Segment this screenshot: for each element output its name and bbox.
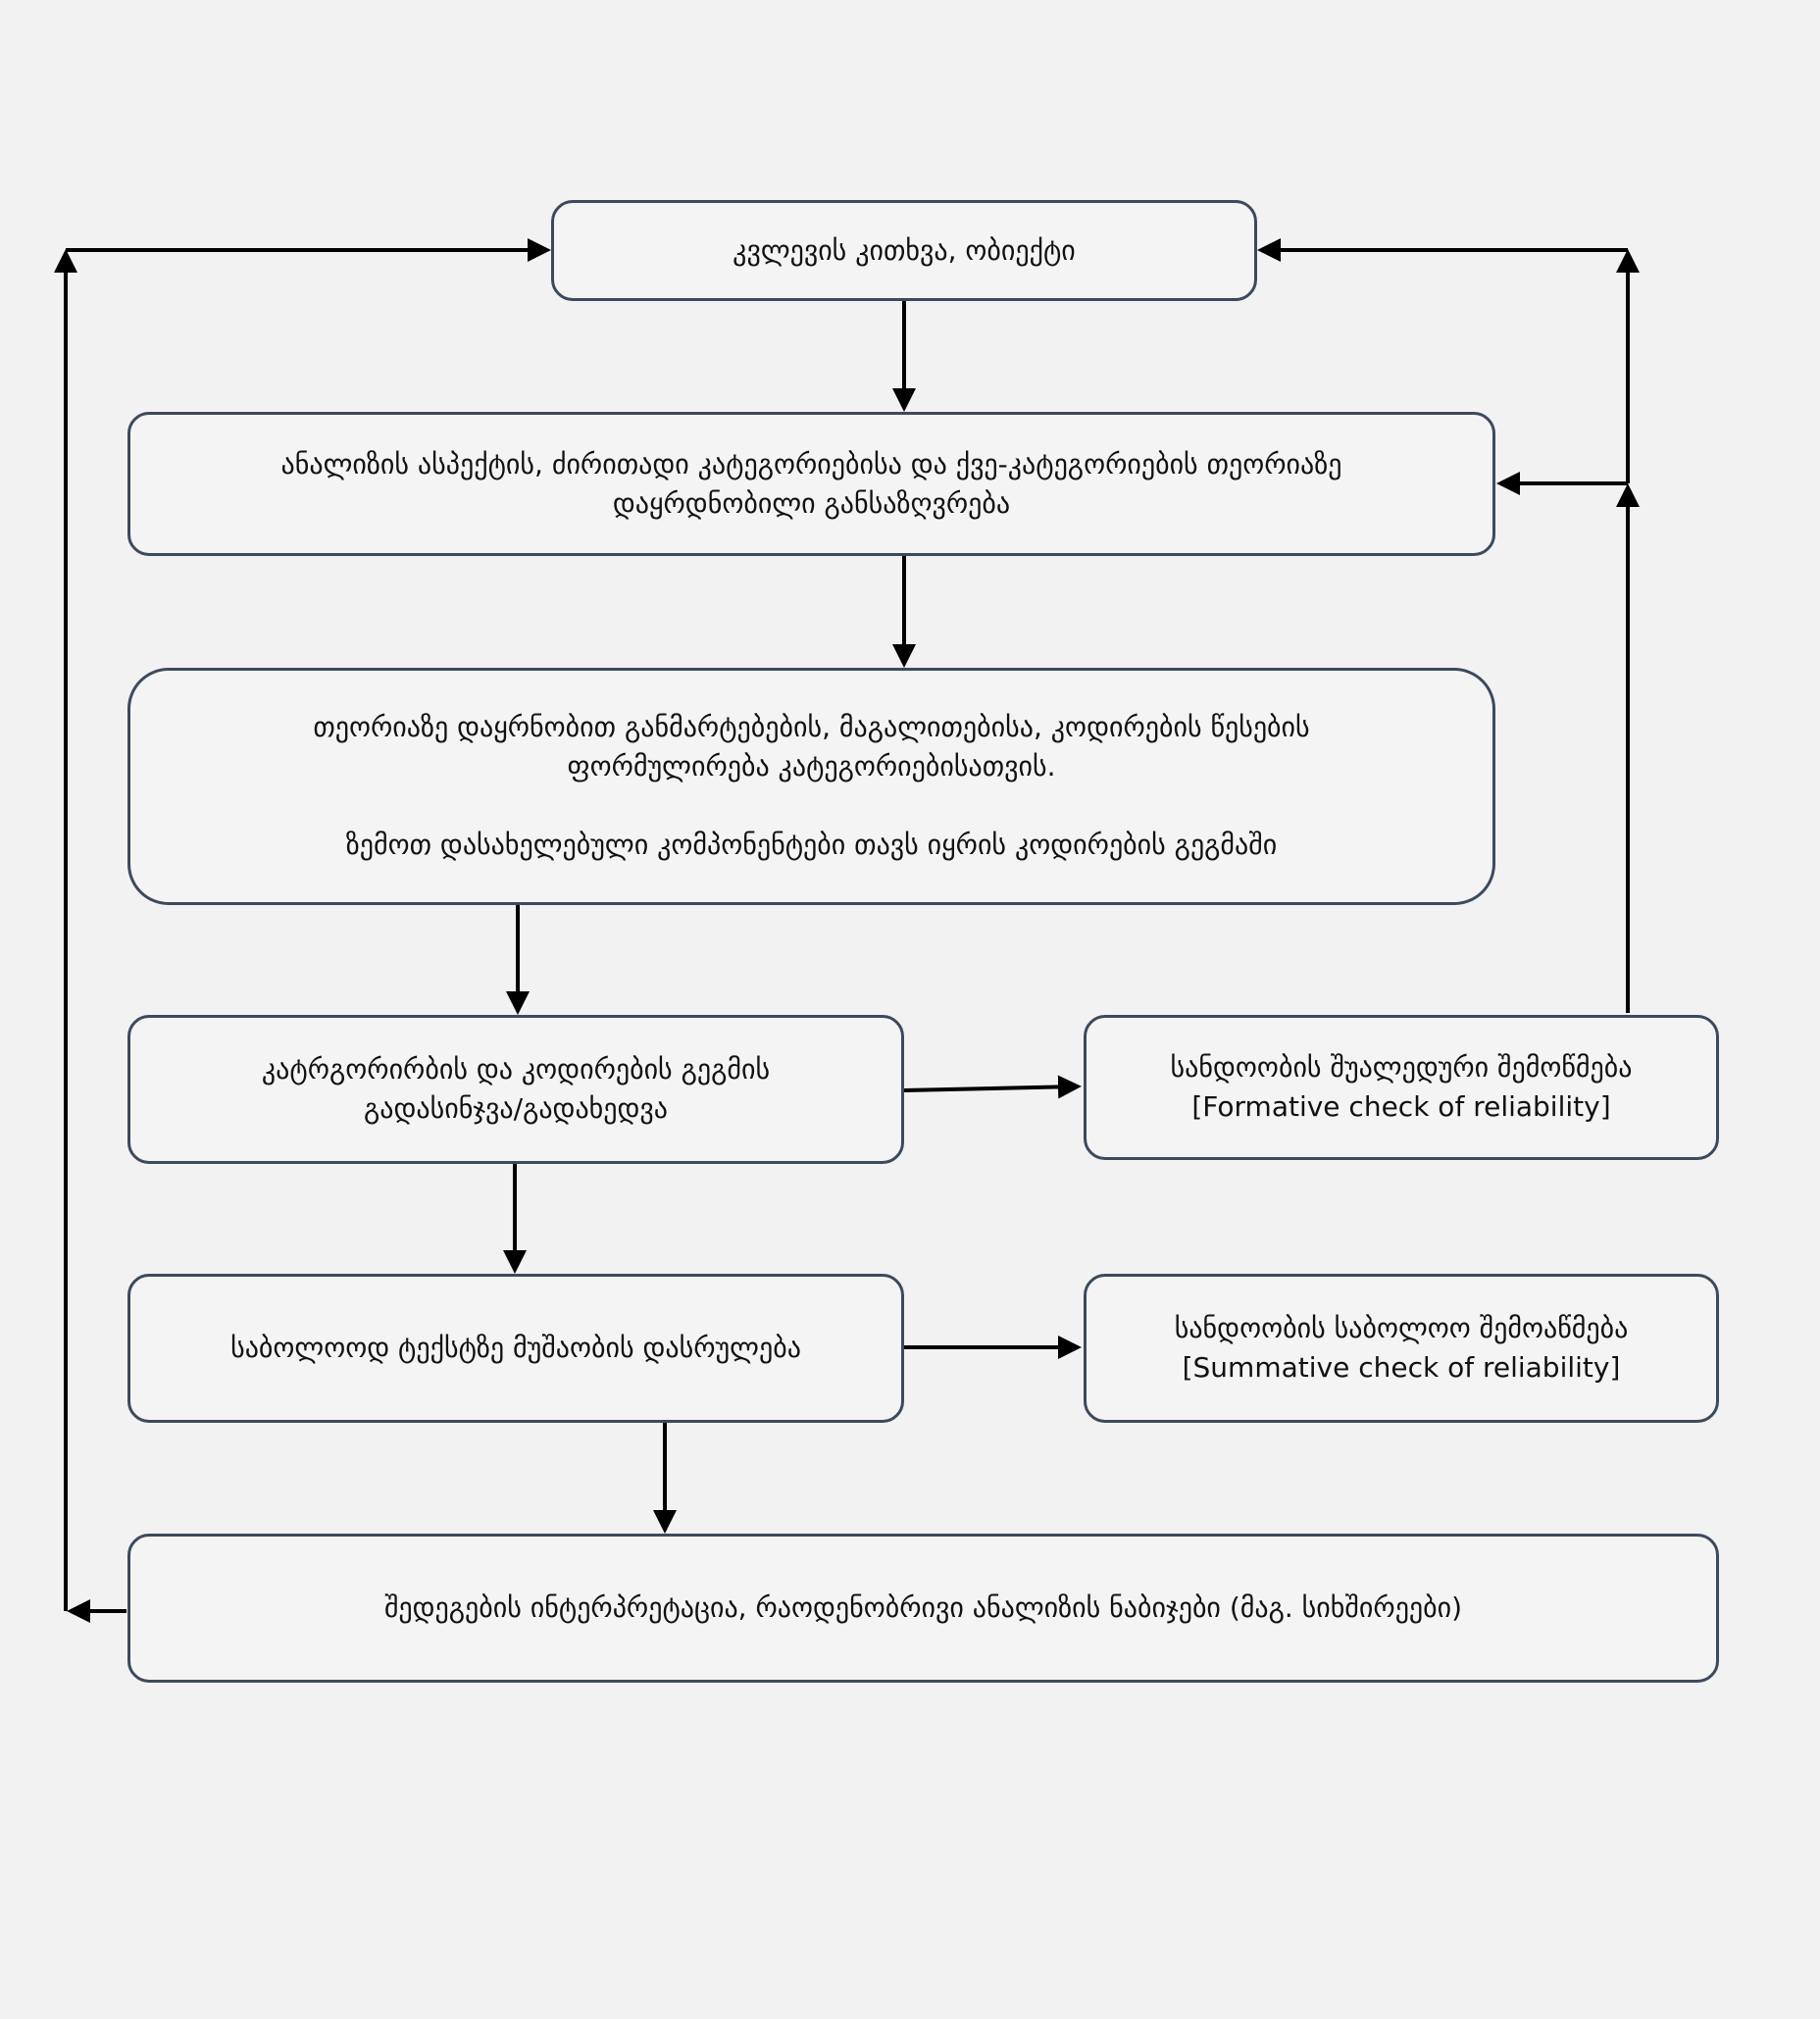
- box-final-work: საბოლოოდ ტექსტზე მუშაობის დასრულება: [127, 1274, 904, 1423]
- box-interpretation: შედეგების ინტერპრეტაცია, რაოდენობრივი ან…: [127, 1534, 1719, 1683]
- box-formulation-line-2: ფორმულირება კატეგორიებისათვის.: [567, 750, 1056, 782]
- box-research-question: კვლევის კითხვა, ობიექტი: [551, 200, 1257, 301]
- box-revision-line-1: კატრგორირბის და კოდირების გეგმის: [261, 1053, 771, 1085]
- box-formulation-line-1: თეორიაზე დაყრნობით განმარტებების, მაგალი…: [313, 711, 1310, 743]
- arrow-revision-to-formative: [903, 1075, 1082, 1099]
- box-revision: კატრგორირბის და კოდირების გეგმის გადასინ…: [127, 1015, 904, 1164]
- box-summative-check-line-2: [Summative check of reliability]: [1182, 1351, 1621, 1384]
- box-final-work-text: საბოლოოდ ტექსტზე მუშაობის დასრულება: [230, 1332, 801, 1364]
- box-theoretical-definition-line-1: ანალიზის ასპექტის, ძირითადი კატეგორიების…: [280, 447, 1342, 480]
- box-formative-check: სანდოობის შუალედური შემოწმება [Formative…: [1084, 1015, 1719, 1160]
- box-theoretical-definition-line-2: დაყრდნობილი განსაზღვრება: [612, 486, 1011, 520]
- box-formative-check-line-2: [Formative check of reliability]: [1191, 1090, 1611, 1123]
- box-theoretical-definition: ანალიზის ასპექტის, ძირითადი კატეგორიების…: [127, 412, 1495, 556]
- box-summative-check-line-1: სანდოობის საბოლოო შემოაწმება: [1174, 1312, 1629, 1344]
- box-summative-check: სანდოობის საბოლოო შემოაწმება [Summative …: [1084, 1274, 1719, 1423]
- box-formulation-line-3: ზემოთ დასახელებული კომპონენტები თავს იყრ…: [345, 829, 1278, 861]
- box-research-question-text: კვლევის კითხვა, ობიექტი: [733, 233, 1076, 267]
- box-revision-line-2: გადასინჯვა/გადახედვა: [363, 1092, 668, 1125]
- box-formative-check-line-1: სანდოობის შუალედური შემოწმება: [1170, 1051, 1633, 1084]
- box-interpretation-text: შედეგების ინტერპრეტაცია, რაოდენობრივი ან…: [383, 1591, 1463, 1624]
- box-formulation: თეორიაზე დაყრნობით განმარტებების, მაგალი…: [127, 668, 1495, 905]
